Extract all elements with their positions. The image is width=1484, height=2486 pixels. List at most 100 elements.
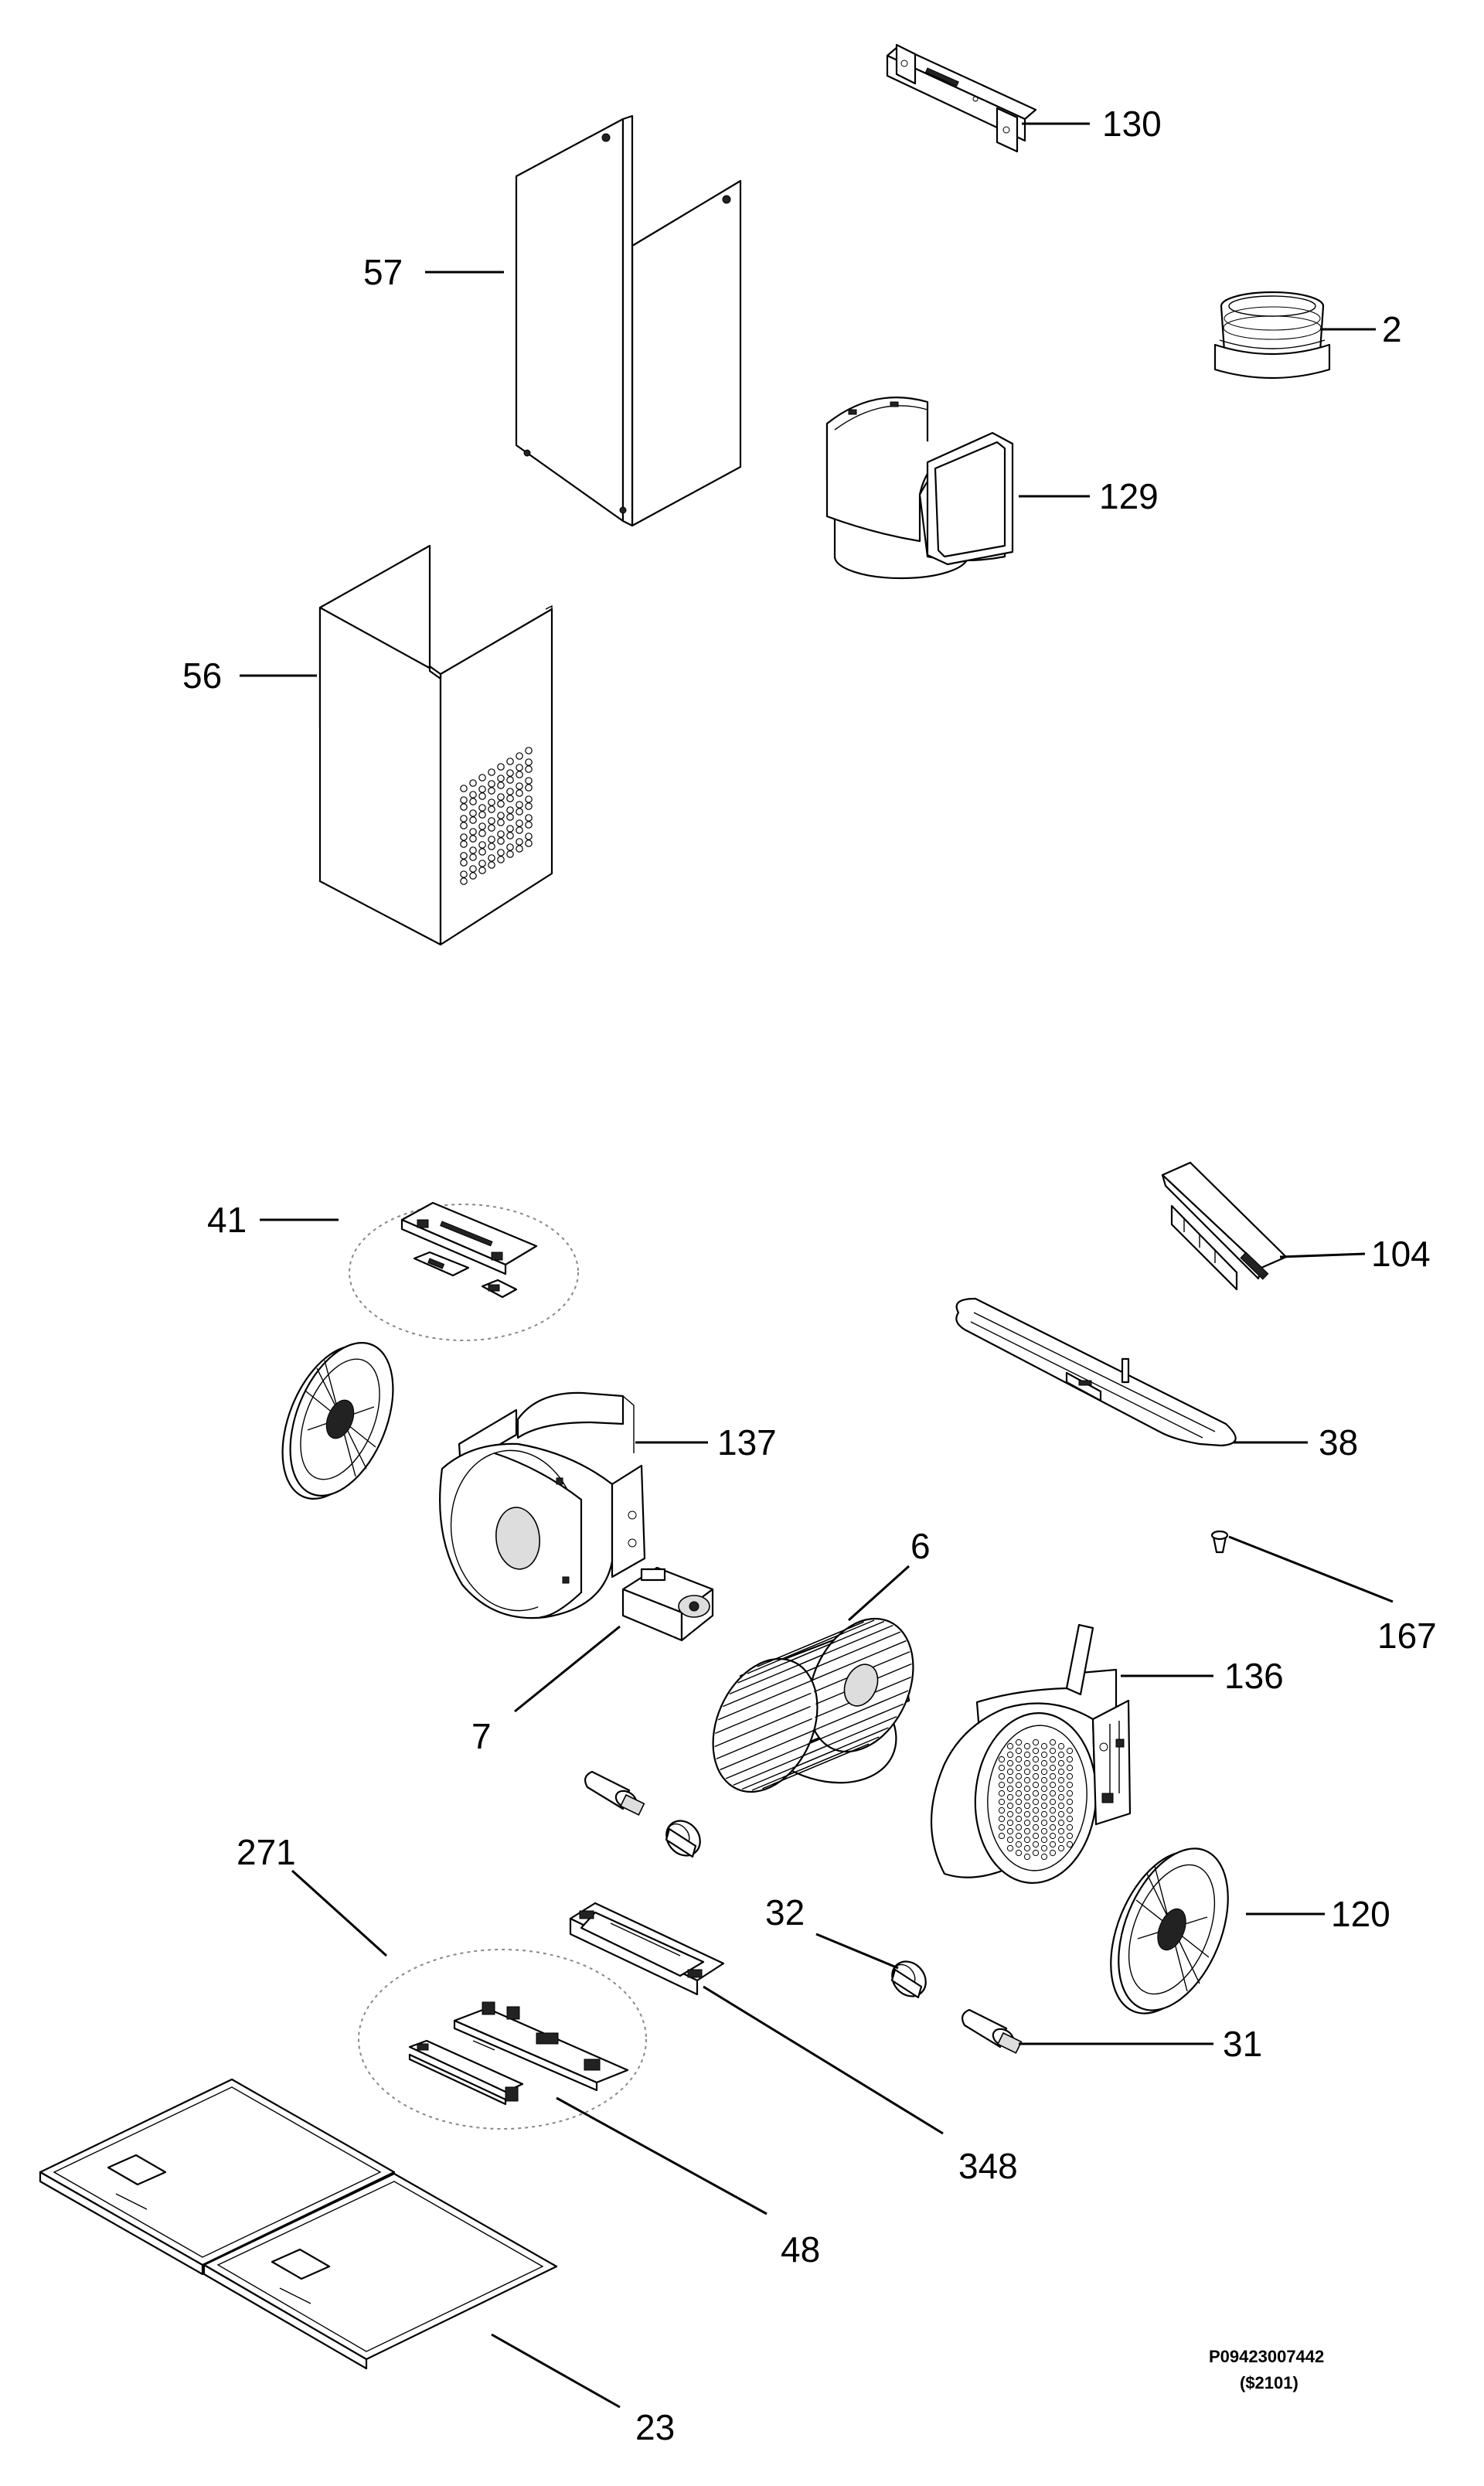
mesh-hole	[1023, 1810, 1031, 1818]
mesh-hole	[1023, 1751, 1031, 1759]
mesh-hole	[1049, 1747, 1057, 1755]
vent-hole	[516, 826, 523, 834]
mesh-hole	[1015, 1773, 1023, 1780]
mesh-hole	[1066, 1756, 1074, 1763]
part-130-bracket	[886, 43, 1037, 153]
mesh-hole	[1006, 1759, 1014, 1767]
vent-hole	[506, 850, 514, 858]
vent-hole	[469, 791, 477, 799]
wheel-blade	[788, 1620, 885, 1663]
vent-hole	[469, 846, 477, 854]
vent-hole	[506, 769, 514, 777]
mesh-hole	[998, 1781, 1006, 1789]
vent-hole	[525, 747, 533, 754]
callout-6: 6	[910, 1526, 931, 1566]
callout-136: 136	[1224, 1656, 1284, 1696]
wheel-blade	[717, 1679, 815, 1721]
mesh-hole	[1057, 1776, 1065, 1784]
vent-hole-pattern	[460, 747, 533, 885]
vent-hole	[506, 776, 514, 784]
vent-hole	[516, 752, 523, 760]
vent-hole	[478, 785, 486, 793]
vent-hole	[488, 799, 495, 806]
callout-41: 41	[207, 1200, 247, 1240]
mesh-hole	[1049, 1798, 1057, 1806]
mesh-hole	[1032, 1773, 1040, 1780]
wheel-blade	[768, 1621, 864, 1663]
wheel-blade	[804, 1631, 901, 1673]
mesh-hole	[1066, 1832, 1074, 1840]
callout-130: 130	[1102, 104, 1162, 144]
callout-23: 23	[635, 2407, 675, 2447]
part-129-air-deflector	[825, 397, 1014, 580]
vent-hole	[488, 824, 495, 832]
mesh-hole	[1049, 1781, 1057, 1789]
mesh-hole	[1049, 1756, 1057, 1763]
part-31-lamp-bulb	[961, 2008, 1023, 2054]
mesh-hole	[1040, 1759, 1048, 1767]
vent-hole	[460, 859, 468, 867]
vent-hole	[460, 785, 468, 792]
callout-137: 137	[717, 1422, 777, 1463]
vent-hole	[478, 848, 486, 856]
vent-hole	[497, 800, 505, 808]
mesh-hole	[1015, 1790, 1023, 1797]
mesh-hole	[1015, 1764, 1023, 1772]
mesh-hole	[1032, 1747, 1040, 1755]
mesh-hole	[998, 1815, 1006, 1823]
vent-hole	[488, 854, 495, 862]
mesh-hole	[1015, 1807, 1023, 1814]
vent-hole	[516, 789, 523, 797]
mesh-hole	[1049, 1790, 1057, 1797]
vent-hole	[469, 853, 477, 861]
vent-hole	[497, 763, 505, 771]
vent-hole	[525, 839, 533, 847]
vent-hole	[516, 845, 523, 853]
vent-hole	[469, 828, 477, 836]
wheel-blade	[812, 1690, 909, 1732]
mesh-hole	[1066, 1773, 1074, 1780]
vent-hole	[497, 775, 505, 782]
callout-38: 38	[1319, 1422, 1358, 1463]
mesh-hole	[1066, 1798, 1074, 1806]
part-6-blower-wheel	[712, 1617, 914, 1793]
callout-48: 48	[781, 2229, 820, 2270]
mesh-hole	[1032, 1738, 1040, 1746]
mesh-hole	[1006, 1810, 1014, 1818]
mesh-hole	[1015, 1756, 1023, 1763]
mesh-hole	[1023, 1759, 1031, 1767]
wheel-blade	[807, 1703, 904, 1745]
mesh-hole	[1066, 1807, 1074, 1814]
mesh-hole	[1023, 1776, 1031, 1784]
callout-104: 104	[1371, 1234, 1431, 1274]
mesh-hole	[1040, 1785, 1048, 1793]
part-120-grille-right	[1110, 1847, 1229, 2014]
mesh-hole	[1057, 1827, 1065, 1835]
mesh-hole	[1049, 1807, 1057, 1814]
wheel-blade	[733, 1744, 829, 1786]
vent-hole	[497, 782, 505, 789]
mesh-hole	[1057, 1742, 1065, 1750]
mesh-hole	[1066, 1815, 1074, 1823]
vent-hole	[460, 877, 468, 885]
part-120-grille-left	[281, 1342, 394, 1500]
mesh-hole	[998, 1756, 1006, 1763]
callout-129: 129	[1099, 476, 1159, 516]
vent-hole	[506, 825, 514, 833]
vent-hole	[460, 840, 468, 848]
vent-hole	[497, 793, 505, 801]
mesh-hole	[1015, 1798, 1023, 1806]
vent-hole	[478, 811, 486, 819]
vent-hole	[525, 765, 533, 773]
mesh-hole	[1023, 1742, 1031, 1750]
mesh-hole	[1040, 1751, 1048, 1759]
vent-hole	[478, 867, 486, 874]
reference-revision: ($2101)	[1240, 2373, 1298, 2392]
wheel-blade	[725, 1738, 822, 1779]
mesh-hole	[1032, 1764, 1040, 1772]
vent-hole	[478, 774, 486, 782]
wheel-blade	[810, 1640, 907, 1682]
vent-hole	[516, 808, 523, 816]
vent-hole	[525, 814, 533, 822]
callout-2: 2	[1382, 309, 1402, 349]
